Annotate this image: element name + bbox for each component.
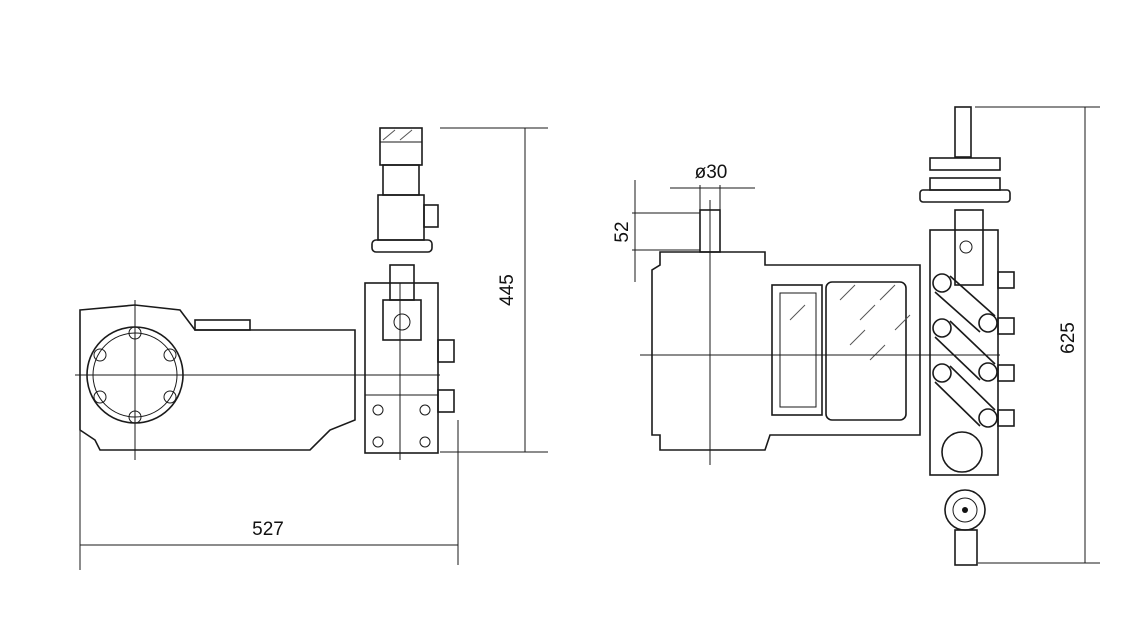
gearbox-body xyxy=(651,251,921,451)
valve-block xyxy=(382,299,422,341)
discharge-valve xyxy=(954,209,984,286)
pump-head xyxy=(364,282,439,454)
top-cover xyxy=(194,319,251,331)
shaft-diameter-label: ø30 xyxy=(695,162,728,183)
sight-glass xyxy=(825,281,907,421)
shaft-length-label: 52 xyxy=(612,221,633,242)
plunger-heads xyxy=(932,273,998,428)
shaft-diameter-dimension: ø30 xyxy=(670,162,755,210)
inlet-chamber xyxy=(941,431,983,473)
relief-valve xyxy=(377,194,425,241)
height-label: 625 xyxy=(1058,322,1079,354)
width-label: 527 xyxy=(252,519,284,540)
width-dimension-527: 527 xyxy=(79,420,459,570)
front-view: ø30 52 625 xyxy=(612,106,1100,566)
outlet-nozzle xyxy=(954,106,972,158)
height-label: 445 xyxy=(497,274,518,306)
side-view: 445 527 xyxy=(75,127,548,570)
height-dimension-625: 625 xyxy=(975,106,1100,564)
inspection-window xyxy=(771,284,823,416)
shaft-length-dimension: 52 xyxy=(612,180,700,282)
height-dimension-445: 445 xyxy=(440,127,548,453)
valve-cap xyxy=(379,127,423,166)
manifold xyxy=(929,229,999,476)
pump-body-outline xyxy=(79,304,356,451)
